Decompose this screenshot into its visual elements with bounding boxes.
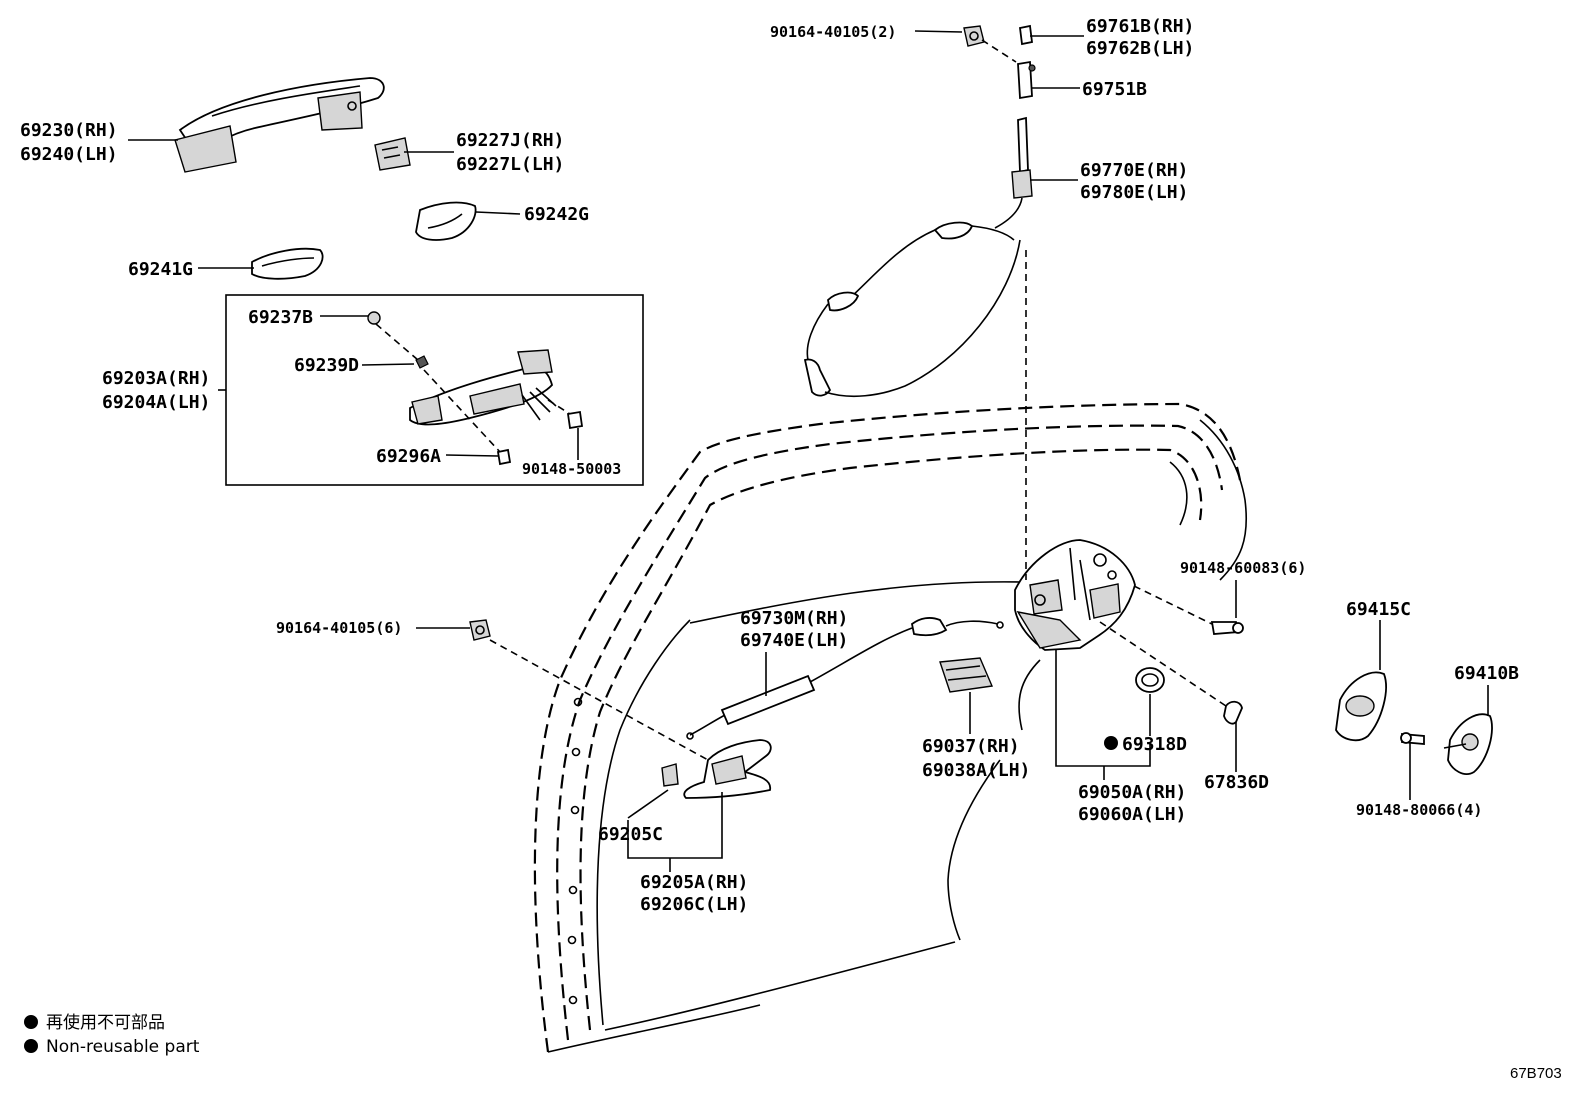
striker-cover (1335, 671, 1387, 742)
handle-frame-parts (367, 311, 584, 466)
striker-screw (1400, 732, 1425, 745)
label-90148-80066: 90148-80066(4) (1356, 801, 1482, 819)
label-69203a: 69203A(RH) (102, 368, 210, 389)
grommet (1223, 700, 1243, 725)
label-69780e: 69780E(LH) (1080, 182, 1188, 203)
inside-handle-cable (686, 617, 1004, 740)
leader-lines (128, 30, 1489, 872)
handle-screw (469, 619, 491, 641)
label-69415c: 69415C (1346, 599, 1411, 620)
assembly-lines (375, 39, 1227, 761)
label-69237b: 69237B (248, 307, 313, 328)
label-69206c: 69206C(LH) (640, 894, 748, 915)
handle-pad-rear (415, 201, 477, 241)
label-90164-top: 90164-40105(2) (770, 23, 896, 41)
cable-end (1017, 60, 1036, 100)
label-69740e: 69740E(LH) (740, 630, 848, 651)
label-90148-50003: 90148-50003 (522, 460, 621, 478)
label-69060a: 69060A(LH) (1078, 804, 1186, 825)
lock-screw (1210, 621, 1244, 635)
inside-door-handle (683, 739, 772, 799)
handle-bezel-clip (661, 763, 679, 787)
label-69761b: 69761B(RH) (1086, 16, 1194, 37)
label-69240: 69240(LH) (20, 144, 118, 165)
lock-seal-ring (1135, 667, 1165, 693)
label-69751b: 69751B (1082, 79, 1147, 100)
lock-actuator-cover (939, 657, 994, 693)
label-69038a: 69038A(LH) (922, 760, 1030, 781)
label-69204a: 69204A(LH) (102, 392, 210, 413)
label-69410b: 69410B (1454, 663, 1519, 684)
label-90148-60083: 90148-60083(6) (1180, 559, 1306, 577)
label-69050a: 69050A(RH) (1078, 782, 1186, 803)
label-69770e: 69770E(RH) (1080, 160, 1188, 181)
label-69227j: 69227J(RH) (456, 130, 564, 151)
lock-cable (803, 116, 1033, 398)
label-69296a: 69296A (376, 446, 441, 467)
door-outline (533, 402, 1248, 1053)
handle-pad-front (251, 247, 324, 280)
handle-cap (374, 137, 411, 171)
part-labels: 69230(RH) 69240(LH) 69227J(RH) 69227L(LH… (20, 16, 1519, 915)
cable-clip (1019, 24, 1033, 46)
legend: 再使用不可部品 Non-reusable part (24, 1012, 200, 1057)
label-69241g: 69241G (128, 259, 193, 280)
legend-jp: 再使用不可部品 (46, 1012, 165, 1033)
non-reusable-marker (1104, 736, 1118, 750)
label-69730m: 69730M(RH) (740, 608, 848, 629)
label-67836d: 67836D (1204, 772, 1269, 793)
top-screw (963, 25, 985, 47)
label-90164-left: 90164-40105(6) (276, 619, 402, 637)
reference-code: 67B703 (1510, 1065, 1562, 1082)
label-69318d: 69318D (1122, 734, 1187, 755)
label-69242g: 69242G (524, 204, 589, 225)
label-69205a: 69205A(RH) (640, 872, 748, 893)
legend-en: Non-reusable part (46, 1037, 200, 1057)
door-striker (1443, 713, 1493, 775)
label-69230: 69230(RH) (20, 120, 118, 141)
legend-dot-jp (24, 1015, 38, 1029)
label-69762b: 69762B(LH) (1086, 38, 1194, 59)
door-lock-assembly (1014, 539, 1136, 651)
label-69205c: 69205C (598, 824, 663, 845)
outside-door-handle (174, 77, 385, 173)
legend-dot-en (24, 1039, 38, 1053)
label-69227l: 69227L(LH) (456, 154, 564, 175)
label-69239d: 69239D (294, 355, 359, 376)
label-69037: 69037(RH) (922, 736, 1020, 757)
